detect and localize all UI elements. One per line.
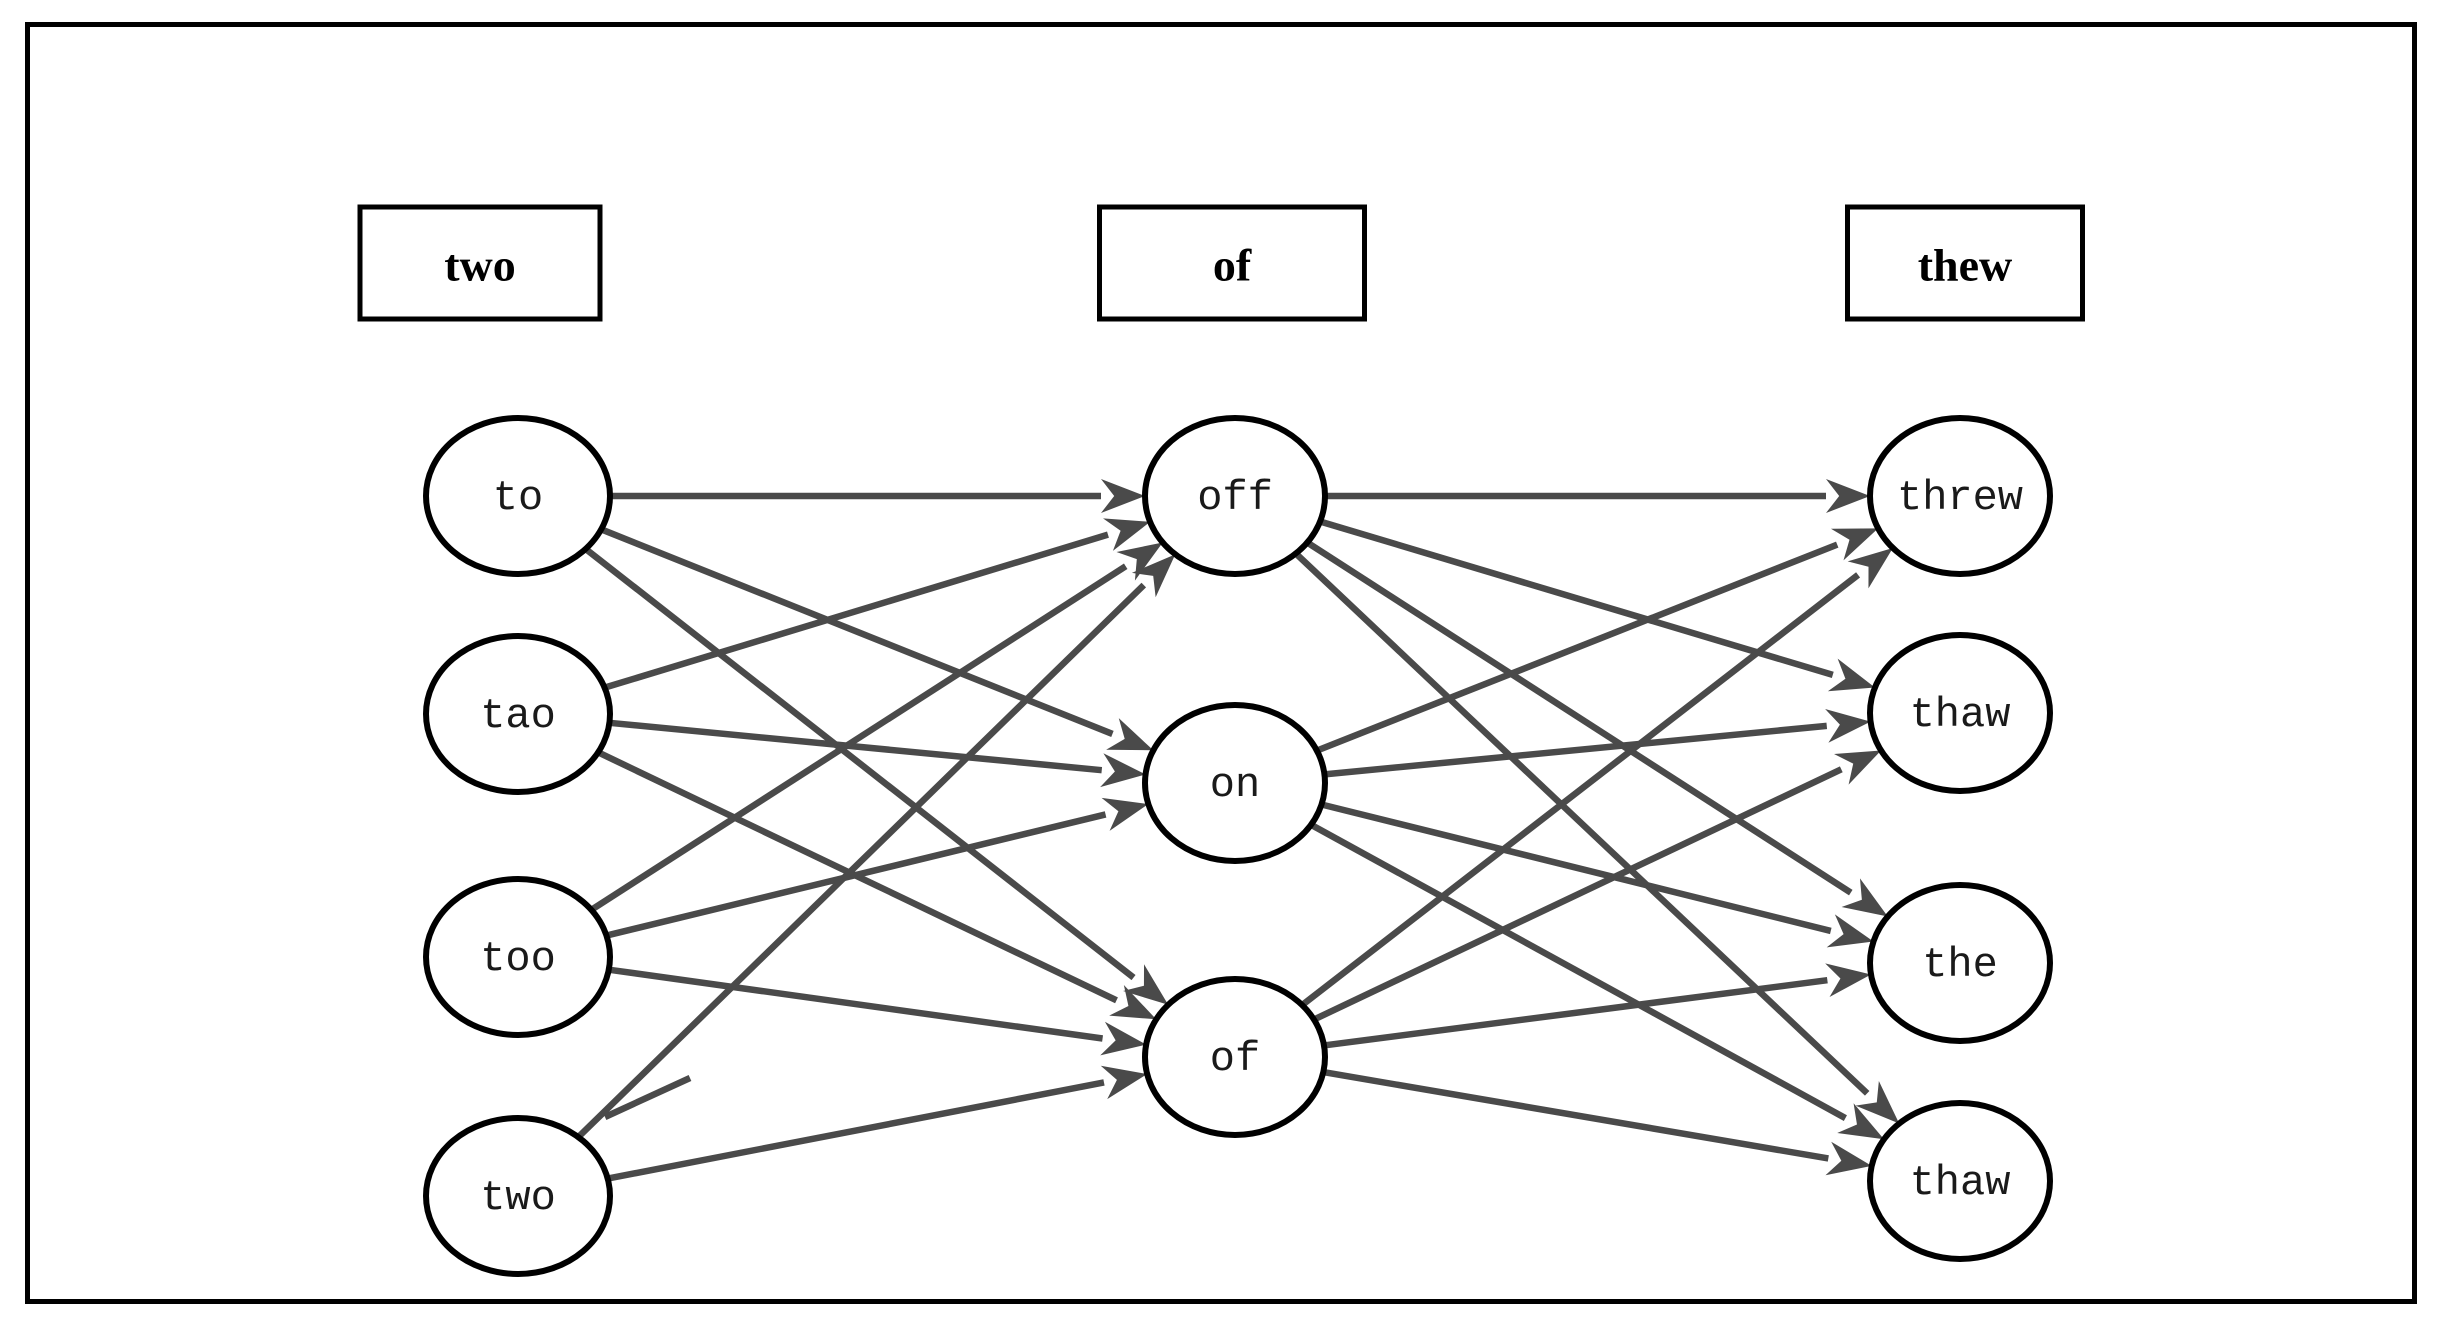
edge-too-to-on [605,797,1149,939]
node-thaw2[interactable]: thaw [1867,1100,2053,1262]
node-tao[interactable]: tao [423,633,613,795]
node-label: to [493,474,543,522]
edge-to-to-off [610,479,1145,513]
header-label: thew [1918,240,2013,291]
node-of[interactable]: of [1142,976,1328,1138]
node-too[interactable]: too [423,876,613,1038]
header-hdr-thew[interactable]: thew [1845,204,2085,322]
node-the[interactable]: the [1867,882,2053,1044]
edge-on-to-thaw2 [1309,821,1884,1140]
node-ellipse[interactable] [423,415,613,577]
arrowhead-icon [1827,658,1875,692]
edge-tao-to-off [603,518,1151,691]
edge-of-to-threw [1300,547,1893,1008]
arrowhead-icon [1101,797,1149,831]
edge-of-to-thaw1 [1312,750,1882,1023]
edge-tao-to-on [609,719,1146,788]
arrowhead-icon [1131,554,1176,598]
header-box[interactable] [1097,204,1367,322]
header-label: two [444,240,516,291]
arrowhead-icon [1109,984,1157,1020]
edge-on-to-the [1320,801,1874,948]
arrowhead-icon [1826,914,1874,948]
edge-to-to-of [583,546,1169,1005]
edge-stub-layer [603,1075,692,1120]
node-threw[interactable]: threw [1867,415,2053,577]
edge-off-to-thaw2 [1293,551,1900,1124]
edge-two-to-off [576,554,1176,1140]
edge-on-to-thaw1 [1324,708,1871,778]
node-to[interactable]: to [423,415,613,577]
arrowhead-icon [1123,964,1169,1005]
arrowhead-icon [1825,963,1871,998]
edge-stub [603,1075,692,1120]
arrowhead-icon [1101,479,1145,513]
edge-two-to-of [607,1065,1148,1182]
arrowhead-icon [1841,878,1888,917]
node-ellipse[interactable] [1867,415,2053,577]
edge-off-to-thaw1 [1319,518,1875,692]
node-label: threw [1897,474,2023,522]
arrowhead-icon [1855,1080,1900,1124]
node-ellipse[interactable] [1867,882,2053,1044]
edge-of-to-thaw2 [1322,1068,1872,1176]
node-ellipse[interactable] [1142,415,1328,577]
arrowhead-icon [1825,1141,1872,1176]
arrowhead-icon [1834,750,1882,785]
node-label: on [1210,761,1260,809]
node-ellipse[interactable] [423,876,613,1038]
arrowhead-icon [1103,518,1151,551]
edge-off-to-threw [1325,479,1870,513]
node-ellipse[interactable] [1867,1100,2053,1262]
node-label: tao [480,692,556,740]
edge-on-to-threw [1315,528,1879,754]
edge-too-to-of [608,966,1147,1056]
header-hdr-of[interactable]: of [1097,204,1367,322]
edges-layer [576,479,1900,1182]
node-label: thaw [1910,1159,2011,1207]
arrowhead-icon [1826,479,1870,513]
header-box[interactable] [357,204,603,322]
arrowhead-icon [1830,528,1879,561]
node-ellipse[interactable] [423,1115,613,1277]
arrowhead-icon [1116,542,1163,581]
arrowhead-icon [1837,1103,1884,1140]
header-hdr-two[interactable]: two [357,204,603,322]
node-label: thaw [1910,691,2011,739]
arrowhead-icon [1825,708,1871,743]
node-label: the [1922,941,1998,989]
node-ellipse[interactable] [1142,702,1328,864]
node-label: of [1210,1035,1260,1083]
header-label: of [1213,240,1252,291]
edge-off-to-the [1305,539,1888,917]
node-label: off [1197,474,1273,522]
node-label: too [480,935,556,983]
arrowhead-icon [1100,753,1146,788]
edge-of-to-the [1323,963,1871,1049]
node-two[interactable]: two [423,1115,613,1277]
edge-to-to-on [599,526,1154,751]
nodes-layer: to tao too two off on of threw thaw the thaw [423,415,2053,1277]
node-on[interactable]: on [1142,702,1328,864]
arrowhead-icon [1100,1021,1147,1056]
arrowhead-icon [1106,718,1154,751]
edge-too-to-off [589,542,1163,913]
node-thaw1[interactable]: thaw [1867,632,2053,794]
arrowhead-icon [1100,1065,1148,1100]
node-ellipse[interactable] [423,633,613,795]
node-ellipse[interactable] [1867,632,2053,794]
node-off[interactable]: off [1142,415,1328,577]
node-label: two [480,1174,556,1222]
header-box[interactable] [1845,204,2085,322]
node-ellipse[interactable] [1142,976,1328,1138]
headers-layer: two of thew [357,204,2085,322]
arrowhead-icon [1847,547,1893,589]
